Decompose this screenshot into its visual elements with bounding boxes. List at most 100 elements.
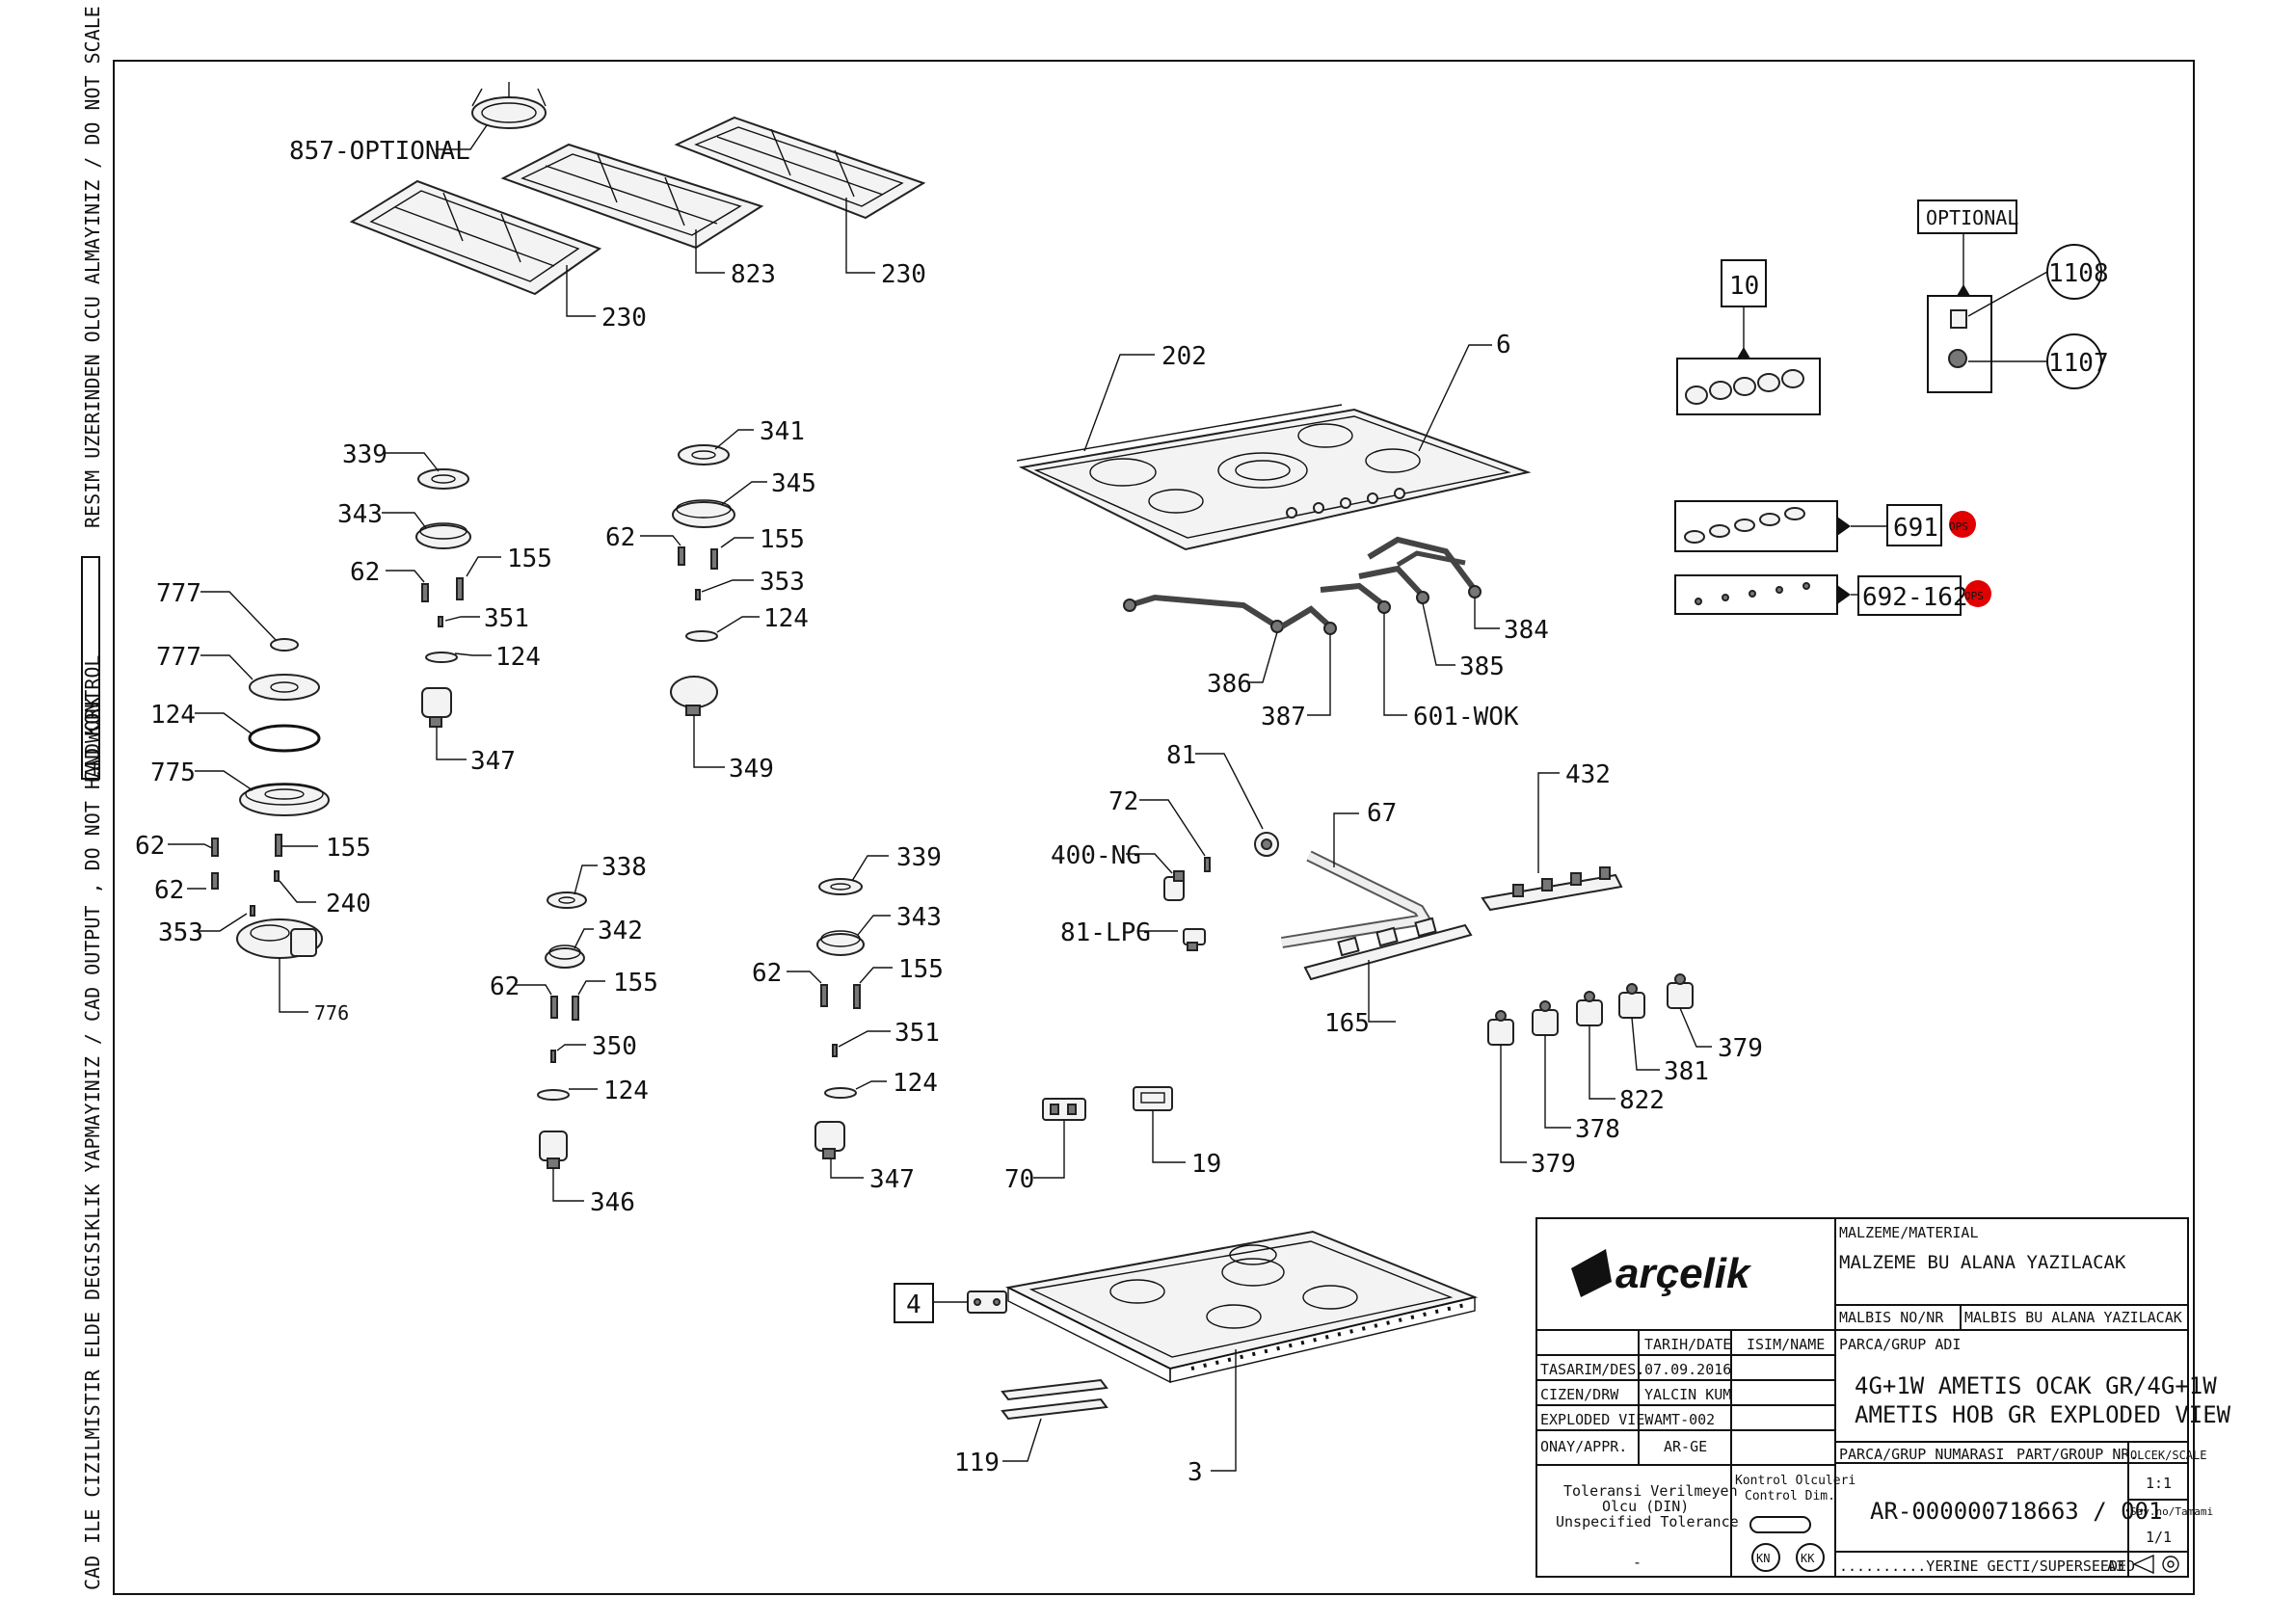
part-1108 xyxy=(1950,309,1967,329)
row-value-drawn: YALCIN KUM xyxy=(1644,1386,1731,1403)
part-number-label: PARCA/GRUP NUMARASI xyxy=(1839,1446,2005,1463)
arcelik-logo xyxy=(1571,1249,1612,1297)
injector-62-b xyxy=(678,546,685,566)
injector-62-a xyxy=(421,583,429,602)
label-343-a: 343 xyxy=(337,500,383,529)
name-header: ISIM/NAME xyxy=(1747,1336,1825,1353)
burner-cap-339 xyxy=(417,468,469,490)
injector-62-f xyxy=(820,984,828,1007)
label-347-a: 347 xyxy=(470,747,516,776)
label-777-b: 777 xyxy=(156,643,201,672)
label-1107: 1107 xyxy=(2048,349,2109,378)
label-124-c: 124 xyxy=(150,701,196,730)
burner-body-347-a xyxy=(421,687,452,728)
burner-crown-343 xyxy=(415,522,471,549)
row-value-design: 07.09.2016 xyxy=(1644,1361,1731,1378)
label-box-692 xyxy=(1857,575,1962,616)
balloon-1108 xyxy=(2046,244,2102,300)
pan-grate-right xyxy=(674,116,926,220)
material-label: MALZEME/MATERIAL xyxy=(1839,1224,1979,1241)
label-10: 10 xyxy=(1729,272,1759,301)
label-341: 341 xyxy=(760,417,805,446)
label-62-c: 62 xyxy=(135,832,165,861)
part-number-label-en: PART/GROUP NR. xyxy=(2016,1446,2138,1463)
label-350: 350 xyxy=(592,1032,637,1061)
screw-351-a xyxy=(438,616,443,627)
screw-350 xyxy=(550,1050,556,1063)
superseded-text: ..........YERINE GECTI/SUPERSEEDED xyxy=(1839,1557,2135,1575)
label-119: 119 xyxy=(954,1449,1000,1477)
wok-cap-777-large xyxy=(249,674,320,701)
gas-valve-381 xyxy=(1618,983,1645,1019)
clip-124-b xyxy=(685,630,718,642)
injector-62-d xyxy=(211,872,219,890)
wok-ring-part-857 xyxy=(471,82,547,129)
tolerance-dash: - xyxy=(1633,1554,1642,1571)
knob-set-691 xyxy=(1674,500,1838,552)
burner-cap-339-b xyxy=(818,878,863,895)
thermocouple-155-a xyxy=(456,577,464,600)
clip-124-d xyxy=(537,1089,570,1101)
nozzle-81-lpg xyxy=(1183,928,1206,951)
label-124-a: 124 xyxy=(495,643,541,672)
thermocouple-155-c xyxy=(275,834,282,857)
projection-symbol-icon xyxy=(2132,1554,2179,1575)
control-oval xyxy=(1749,1516,1811,1533)
scale-label: OLCEK/SCALE xyxy=(2130,1449,2206,1462)
gas-pipe-385 xyxy=(1358,565,1429,604)
label-432: 432 xyxy=(1565,760,1611,789)
label-775: 775 xyxy=(150,758,196,787)
label-62-b: 62 xyxy=(605,523,635,552)
thermocouple-155-d xyxy=(572,996,579,1021)
label-165: 165 xyxy=(1324,1009,1370,1038)
label-optional: OPTIONAL xyxy=(1926,206,2018,229)
side-note-cad-control: CAD KONTROL xyxy=(81,655,104,783)
ops-badge-692 xyxy=(1964,580,1991,607)
connector-19 xyxy=(1133,1086,1173,1111)
label-202: 202 xyxy=(1161,342,1207,371)
label-349: 349 xyxy=(729,755,774,784)
label-379-a: 379 xyxy=(1718,1034,1763,1063)
burner-body-349 xyxy=(670,676,718,716)
burner-body-346 xyxy=(539,1131,568,1169)
burner-crown-345 xyxy=(672,499,735,528)
cad-control-box xyxy=(81,556,100,780)
label-353-a: 353 xyxy=(760,568,805,597)
pointer-arrow xyxy=(1957,284,1970,296)
group-name-label: PARCA/GRUP ADI xyxy=(1839,1336,1961,1353)
label-691: 691 xyxy=(1893,514,1938,543)
label-67: 67 xyxy=(1367,799,1397,828)
label-81-lpg: 81-LPG xyxy=(1060,918,1151,947)
label-339-b: 339 xyxy=(896,843,942,872)
drawing-frame xyxy=(113,60,2195,1595)
gas-pipe-386 xyxy=(1123,594,1284,633)
kk-text: KK xyxy=(1801,1552,1815,1565)
label-72: 72 xyxy=(1108,787,1138,816)
pointer-arrow xyxy=(1837,585,1851,604)
ops-badge-691 xyxy=(1949,511,1976,538)
date-header: TARIH/DATE xyxy=(1644,1336,1731,1353)
label-62-e: 62 xyxy=(490,972,520,1001)
label-338: 338 xyxy=(601,853,647,882)
label-379-b: 379 xyxy=(1531,1150,1576,1179)
label-62-d: 62 xyxy=(154,876,184,905)
gas-pipe-601-wok xyxy=(1320,582,1391,614)
row-label-design: TASARIM/DES. xyxy=(1540,1361,1644,1378)
label-155-d: 155 xyxy=(613,969,658,998)
label-230-left: 230 xyxy=(601,304,647,333)
gas-pipe-387 xyxy=(1280,605,1337,635)
pan-grate-left xyxy=(349,179,602,296)
label-381: 381 xyxy=(1664,1057,1709,1086)
label-386: 386 xyxy=(1207,670,1252,699)
label-ops-691: OPS xyxy=(1949,520,1968,533)
label-387: 387 xyxy=(1261,703,1306,732)
label-4: 4 xyxy=(906,1290,921,1319)
malbis-label: MALBIS NO/NR xyxy=(1839,1309,1944,1326)
label-155-e: 155 xyxy=(898,955,944,984)
label-777-a: 777 xyxy=(156,579,201,608)
hob-top-glass xyxy=(1016,404,1532,551)
knob-set-692 xyxy=(1674,574,1838,615)
wok-crown-775 xyxy=(239,783,330,816)
burner-crown-343-b xyxy=(816,930,865,956)
